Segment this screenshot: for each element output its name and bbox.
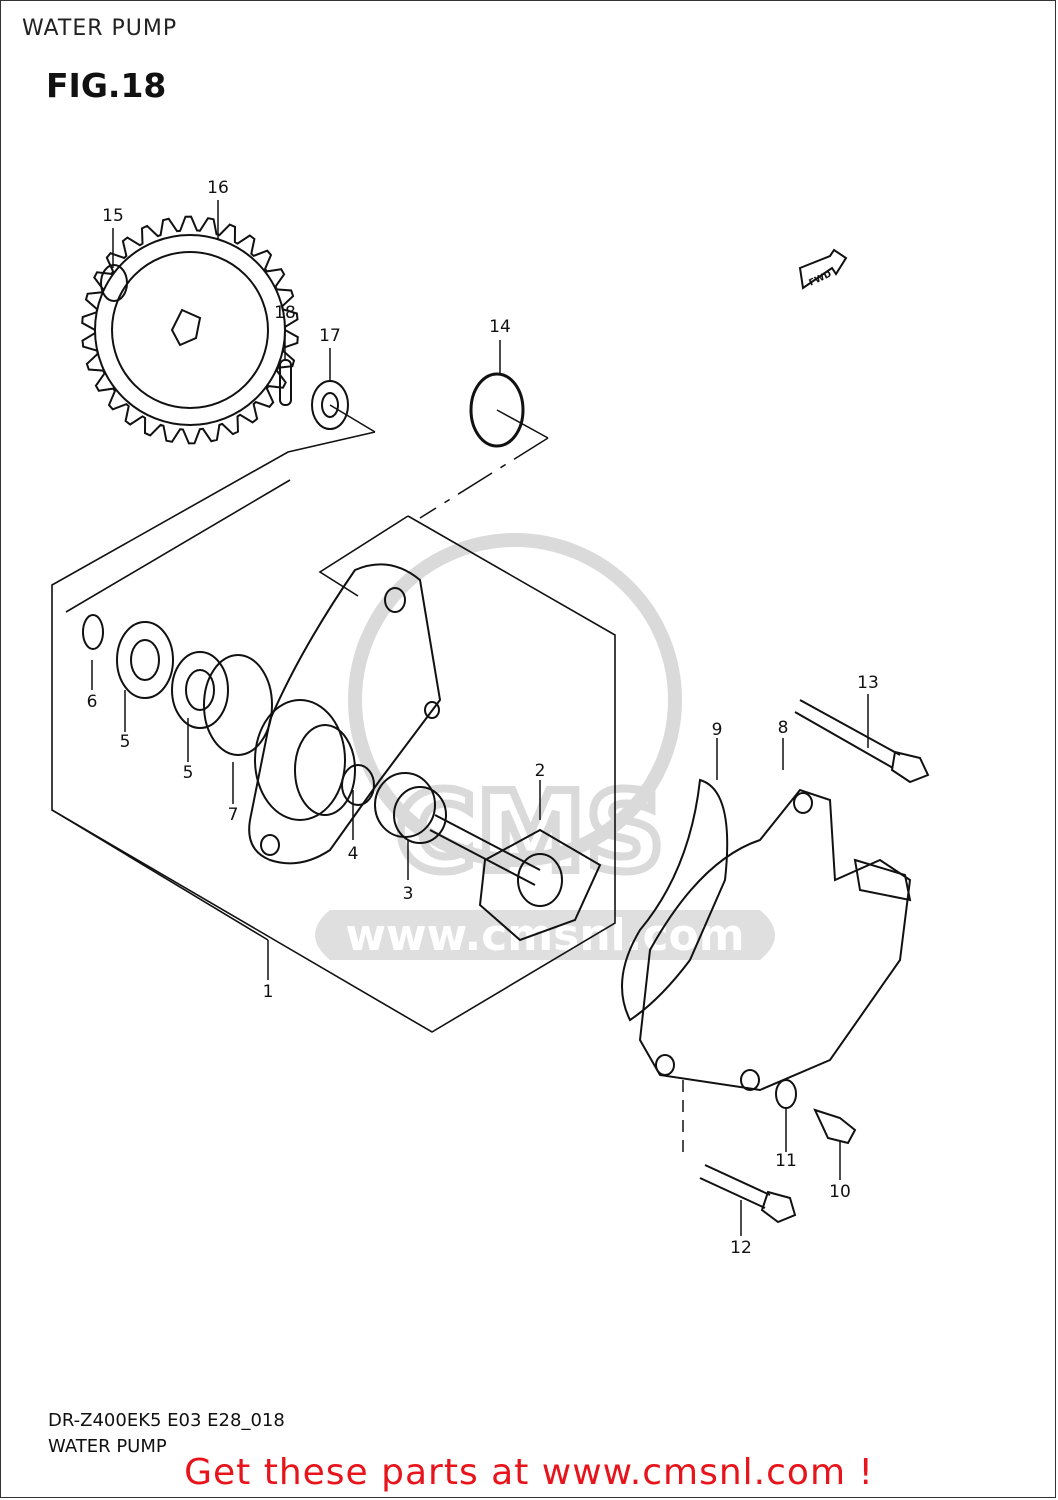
callout-8: 8 xyxy=(777,718,789,738)
callout-5a: 5 xyxy=(119,732,131,752)
callout-18: 18 xyxy=(274,303,296,323)
model-title: WATER PUMP xyxy=(48,1436,167,1457)
model-code: DR-Z400EK5 E03 E28_018 xyxy=(48,1410,285,1431)
callout-3: 3 xyxy=(402,884,414,904)
callout-6: 6 xyxy=(86,692,98,712)
watermark-url: www.cmsnl.com xyxy=(345,910,744,961)
pump-cover xyxy=(621,778,912,1092)
callout-14: 14 xyxy=(489,317,511,337)
circlip-part xyxy=(100,264,128,302)
pump-housing xyxy=(248,563,442,865)
callout-13: 13 xyxy=(857,673,879,693)
page-title: WATER PUMP xyxy=(22,16,178,41)
callout-17: 17 xyxy=(319,326,341,346)
gear-teeth xyxy=(81,215,299,445)
fwd-direction-badge: FWD xyxy=(798,248,848,290)
callout-2: 2 xyxy=(534,761,546,781)
figure-label: FIG.18 xyxy=(46,66,167,105)
callout-9: 9 xyxy=(711,720,723,740)
callout-16: 16 xyxy=(207,178,229,198)
callout-7: 7 xyxy=(227,805,239,825)
callout-12: 12 xyxy=(730,1238,752,1258)
callout-4: 4 xyxy=(347,844,359,864)
gear-part xyxy=(81,215,299,445)
callout-15: 15 xyxy=(102,206,124,226)
assembly-box xyxy=(51,431,616,1033)
callout-5b: 5 xyxy=(182,763,194,783)
promo-link[interactable]: Get these parts at www.cmsnl.com ! xyxy=(184,1452,874,1493)
leader-lines xyxy=(91,200,869,1236)
o-ring-part xyxy=(469,372,525,448)
callout-10: 10 xyxy=(829,1182,851,1202)
watermark-cms: CMS xyxy=(395,768,664,896)
callout-11: 11 xyxy=(775,1151,797,1171)
callout-1: 1 xyxy=(262,982,274,1002)
bolts xyxy=(699,699,930,1224)
watermark-logo: www.cmsnl.com CMS xyxy=(315,533,775,961)
impeller-shaft xyxy=(341,764,602,942)
bearings xyxy=(82,614,273,756)
